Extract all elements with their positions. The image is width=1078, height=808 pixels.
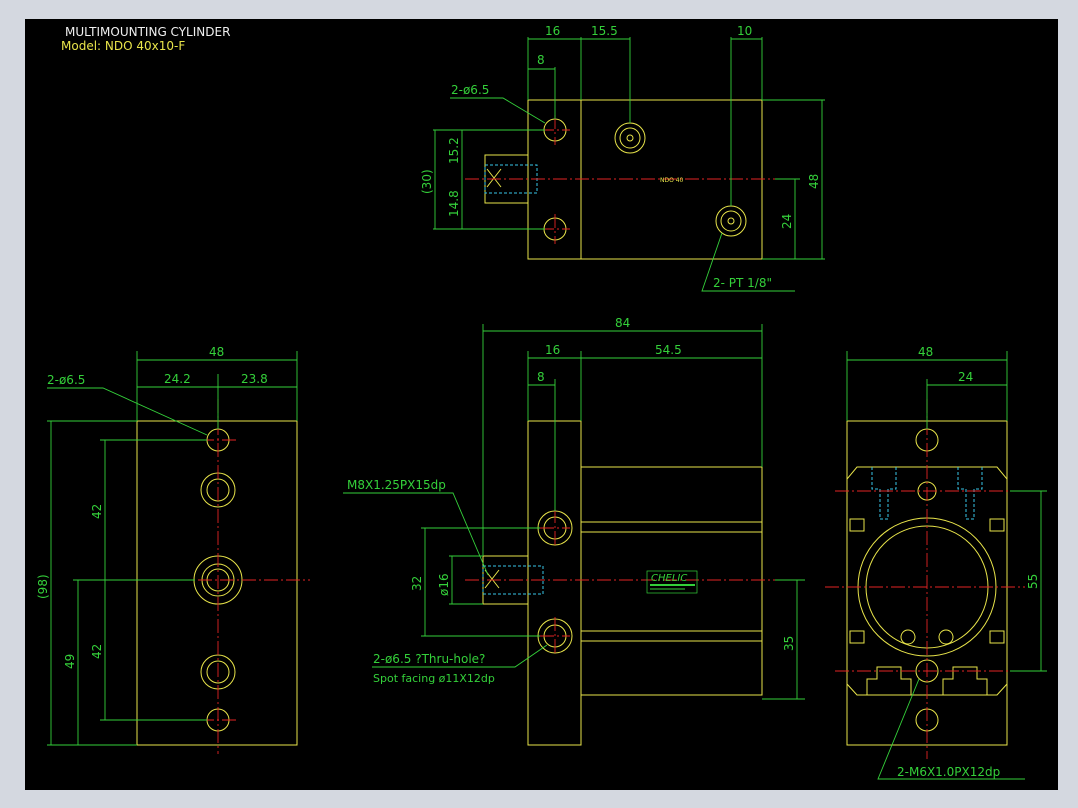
top-view: NDO 40 16 15.5 10 8 2-ø6.5 (30) 15.2 14.… xyxy=(420,24,825,292)
right-view: 48 24 55 2-M6X1.0PX12dp xyxy=(825,345,1047,780)
left-view: 48 24.2 23.8 2-ø6.5 (98) 42 42 49 xyxy=(36,345,310,754)
right-hidden-slot-1 xyxy=(871,467,897,520)
top-hole-leader xyxy=(450,97,546,124)
front-body-outline xyxy=(580,466,763,696)
top-port-note: 2- PT 1/8" xyxy=(713,276,772,290)
top-dim-15-2: 15.2 xyxy=(447,137,461,164)
front-dim-84: 84 xyxy=(615,316,630,330)
top-dim-24: 24 xyxy=(780,214,794,229)
top-port-leader xyxy=(701,232,795,292)
front-dim-16-dia: ø16 xyxy=(437,573,451,596)
top-dim-30: (30) xyxy=(420,169,434,194)
top-dim-48: 48 xyxy=(807,174,821,189)
front-dim-8: 8 xyxy=(537,370,545,384)
left-port-bottom-inner xyxy=(206,660,230,684)
front-flange-outline xyxy=(527,420,582,746)
front-thread-leader xyxy=(343,492,489,576)
top-hole-note: 2-ø6.5 xyxy=(451,83,489,97)
top-port-1-inner xyxy=(619,127,641,149)
top-flange-outline xyxy=(527,99,582,260)
left-dim-23-8: 23.8 xyxy=(241,372,268,386)
front-tie-rod-1 xyxy=(580,521,763,533)
left-hole-leader xyxy=(47,387,208,436)
right-dim-24: 24 xyxy=(958,370,973,384)
left-hole-note: 2-ø6.5 xyxy=(47,373,85,387)
right-body-inner xyxy=(846,466,1008,696)
left-dim-48: 48 xyxy=(209,345,224,359)
top-port-1-center xyxy=(626,134,634,142)
front-tie-rod-2 xyxy=(580,630,763,642)
right-tslot-2 xyxy=(942,666,988,695)
right-thread-leader xyxy=(877,678,1025,780)
front-dim-35: 35 xyxy=(782,636,796,651)
left-dim-24-2: 24.2 xyxy=(164,372,191,386)
title-line1: MULTIMOUNTING CYLINDER xyxy=(65,25,230,39)
left-dim-49: 49 xyxy=(63,654,77,669)
right-slot-4 xyxy=(989,630,1005,644)
top-rod-cross xyxy=(486,168,502,188)
front-hole-leader xyxy=(372,644,548,668)
top-dim-16: 16 xyxy=(545,24,560,38)
front-hole-note: 2-ø6.5 ?Thru-hole? xyxy=(373,652,485,666)
right-dim-55: 55 xyxy=(1026,574,1040,589)
top-body-outline xyxy=(580,99,763,260)
right-slot-3 xyxy=(849,630,865,644)
front-view: CHELIC 84 16 54.5 8 M8X1.25PX15dp 32 ø16… xyxy=(343,316,805,746)
front-dim-16: 16 xyxy=(545,343,560,357)
right-thread-note: 2-M6X1.0PX12dp xyxy=(897,765,1000,779)
top-label: NDO 40 xyxy=(660,177,684,184)
top-port-2-center xyxy=(727,217,735,225)
right-small-hole-2 xyxy=(938,629,954,645)
left-dim-42b: 42 xyxy=(90,644,104,659)
right-dim-48: 48 xyxy=(918,345,933,359)
cad-drawing: MULTIMOUNTING CYLINDER Model: NDO 40x10-… xyxy=(36,24,1047,780)
left-dim-98: (98) xyxy=(36,574,50,599)
front-logo: CHELIC xyxy=(651,573,687,584)
right-hidden-slot-2 xyxy=(957,467,983,520)
front-spot-note: Spot facing ø11X12dp xyxy=(373,672,495,685)
front-dim-32: 32 xyxy=(410,576,424,591)
left-dim-42a: 42 xyxy=(90,504,104,519)
front-logo-box xyxy=(646,570,698,594)
top-port-2-inner xyxy=(720,210,742,232)
right-slot-2 xyxy=(989,518,1005,532)
top-dim-15-5: 15.5 xyxy=(591,24,618,38)
top-dim-10: 10 xyxy=(737,24,752,38)
title-line2: Model: NDO 40x10-F xyxy=(61,39,185,53)
right-slot-1 xyxy=(849,518,865,532)
top-dim-14-8: 14.8 xyxy=(447,190,461,217)
front-dim-54-5: 54.5 xyxy=(655,343,682,357)
left-body-outline xyxy=(136,420,298,746)
top-dim-8: 8 xyxy=(537,53,545,67)
right-tslot-1 xyxy=(866,666,912,695)
drawing-canvas: MULTIMOUNTING CYLINDER Model: NDO 40x10-… xyxy=(25,19,1058,790)
front-thread-note: M8X1.25PX15dp xyxy=(347,478,446,492)
right-small-hole-1 xyxy=(900,629,916,645)
